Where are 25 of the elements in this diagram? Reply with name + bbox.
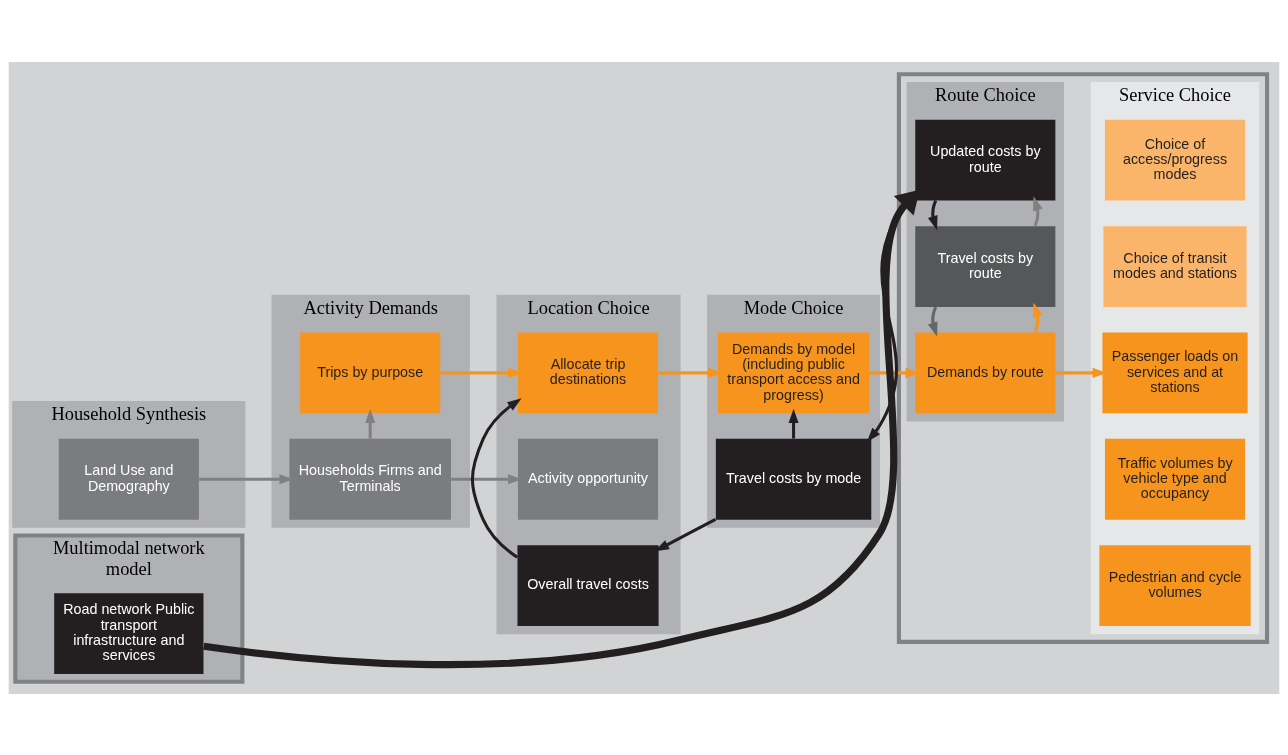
arrow <box>470 397 522 559</box>
node-box: Demands by model (including public transport access and progress) <box>717 332 870 413</box>
node-box: Choice of access/progress modes <box>1104 119 1246 201</box>
arrow <box>927 305 938 337</box>
node-box: Demands by route <box>915 332 1056 413</box>
node-box: Travel costs by mode <box>715 438 872 520</box>
cluster <box>896 71 1270 644</box>
node-box: Pedestrian and cycle volumes <box>1099 544 1251 626</box>
node-box: Choice of transit modes and stations <box>1103 225 1247 307</box>
arrow <box>365 408 376 439</box>
node-box: Land Use and Demography <box>58 438 199 520</box>
node-box: Passenger loads on services and at stations <box>1102 332 1248 413</box>
node-box: Road network Public transport infrastructure and services <box>54 592 204 674</box>
arrow <box>788 408 799 439</box>
node-box: Allocate trip destinations <box>517 332 659 413</box>
arrow <box>1033 195 1043 226</box>
node-box: Updated costs by route <box>915 119 1056 201</box>
node-box: Activity opportunity <box>517 438 659 520</box>
node-box: Trips by purpose <box>300 332 441 413</box>
node-box: Overall travel costs <box>517 544 659 626</box>
node-box: Traffic volumes by vehicle type and occupancy <box>1104 438 1246 520</box>
arrow <box>203 189 920 668</box>
arrow <box>927 199 938 230</box>
node-box: Travel costs by route <box>915 225 1056 307</box>
node-box: Households Firms and Terminals <box>289 438 451 520</box>
